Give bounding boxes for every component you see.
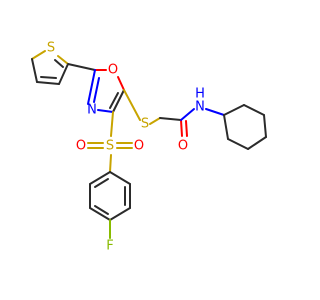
oxazole-ring [87,69,125,113]
thioether-sulfur-label: S [141,117,149,132]
amide-hydrogen-label: H [195,87,205,102]
structure-diagram: S O N S O N H S O O F [31,41,267,254]
amide-nitrogen-label: N [195,100,205,115]
cyclohexane-ring [223,104,267,150]
sulfonyl-oxygen-right-label: O [134,139,144,154]
fluorophenyl-ring [89,171,131,239]
sulfonyl-oxygen-left-label: O [76,139,86,154]
thiophene-ring [31,50,69,85]
fluorine-label: F [106,239,113,254]
sulfonyl-sulfur-label: S [106,139,114,154]
sulfonyl-group [87,111,133,173]
linker-chain [123,89,225,137]
oxazole-nitrogen-label: N [87,103,97,118]
oxazole-oxygen-label: O [108,63,118,78]
thiophene-oxazole-bond [67,63,96,71]
amide-oxygen-label: O [178,139,188,154]
thiophene-sulfur-label: S [47,41,55,56]
